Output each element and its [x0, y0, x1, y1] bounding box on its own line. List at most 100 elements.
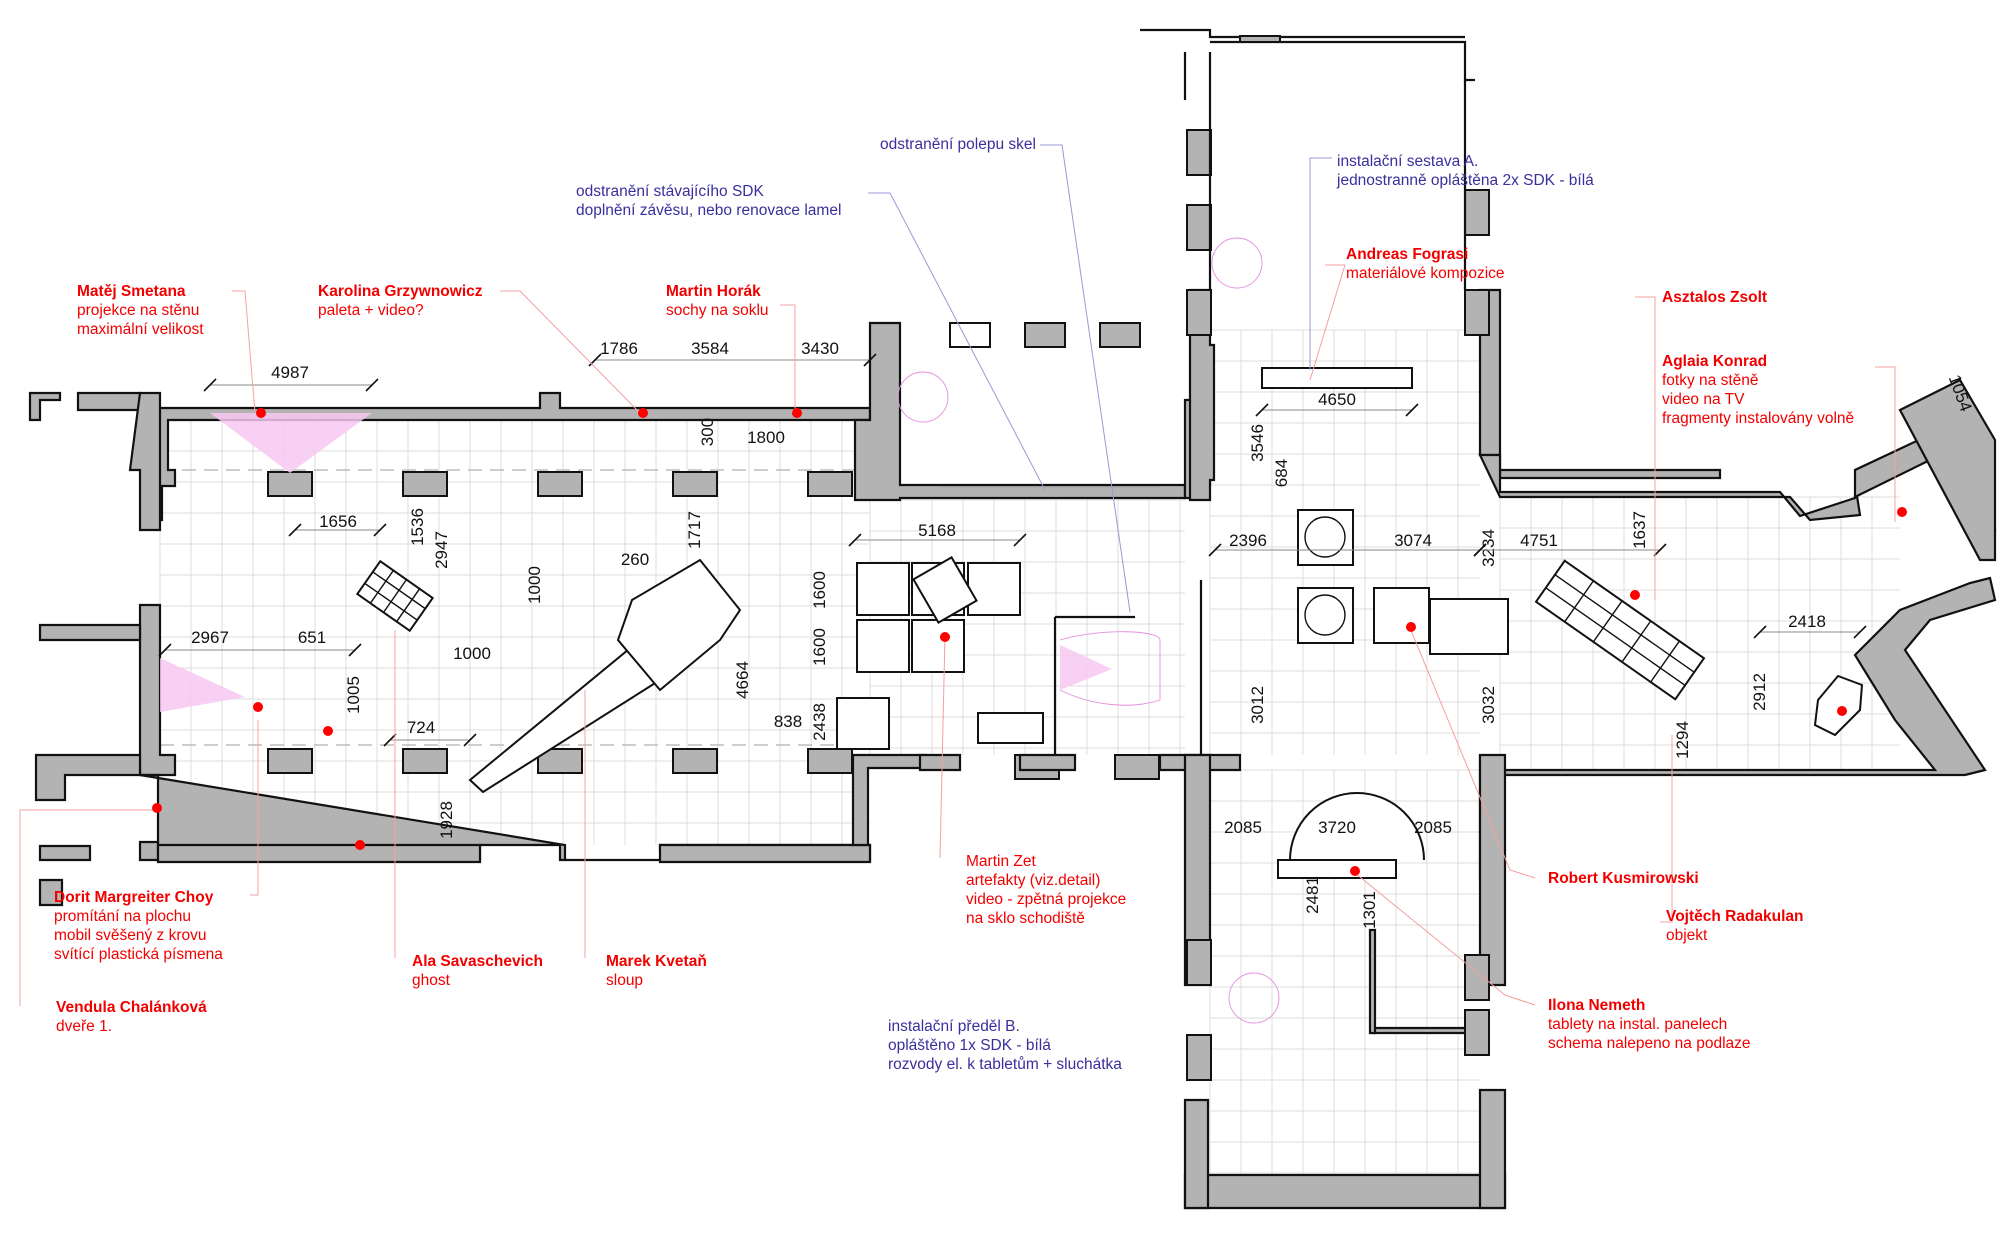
pillar: [402, 471, 448, 497]
dimension-label: 1637: [1630, 511, 1649, 549]
projection-cone-choy: [160, 658, 245, 712]
projection-cones: [160, 413, 1112, 712]
marker-kusmirowski: [1406, 622, 1416, 632]
marker-radakulan: [1837, 706, 1847, 716]
marker-asztalos: [1630, 590, 1640, 600]
pillar: [1186, 204, 1212, 251]
dimension-label: 724: [407, 718, 435, 737]
artist-label: Vendula Chalánková dveře 1.: [56, 999, 207, 1035]
dimension-label: 651: [298, 628, 326, 647]
artist-label: Dorit Margreiter Choy promítání na ploch…: [54, 889, 223, 963]
dimension-label: 5168: [918, 521, 956, 540]
left-hall-pillars: [267, 322, 1160, 780]
dimension-label: 1786: [600, 339, 638, 358]
dimension-label: 2438: [810, 703, 829, 741]
dimension-tick: [588, 353, 602, 367]
dimension-label: 1800: [747, 428, 785, 447]
leader-lines: [19, 144, 1896, 1006]
exhibit-fograsi-panel: [1261, 367, 1413, 389]
dimension-label: 2418: [1788, 612, 1826, 631]
dimension-label: 2912: [1750, 673, 1769, 711]
pillar: [949, 322, 991, 348]
dimension-label: 2085: [1224, 818, 1262, 837]
pillar: [672, 748, 718, 774]
floor-grid: [159, 329, 1900, 1175]
pillar: [1186, 129, 1212, 176]
artist-label: Vojtěch Radakulan objekt: [1666, 908, 1804, 944]
dimension-label: 1005: [344, 676, 363, 714]
artist-label: Ala Savaschevich ghost: [412, 953, 543, 989]
pillar: [267, 471, 313, 497]
marker-chalankova: [152, 803, 162, 813]
dimension-tick: [1405, 403, 1419, 417]
dimension-label: 3720: [1318, 818, 1356, 837]
exhibit-nemeth: [1277, 792, 1425, 879]
artist-label: Andreas Fograsi materiálové kompozice: [1346, 246, 1505, 282]
construction-note: odstranění polepu skel: [880, 136, 1036, 153]
artist-label: Ilona Nemeth tablety na instal. panelech…: [1548, 997, 1751, 1052]
marker-smetana: [256, 408, 266, 418]
exhibit-asztalos: [1534, 559, 1706, 701]
dimension-label: 838: [774, 712, 802, 731]
artist-label: Matěj Smetana projekce na stěnu maximáln…: [77, 283, 204, 338]
pillar: [402, 748, 448, 774]
dimension-label: 684: [1272, 459, 1291, 487]
dimension-label: 3074: [1394, 531, 1432, 550]
marker-choy-letters: [355, 840, 365, 850]
pillar: [1464, 954, 1490, 1001]
exhibit-radakulan: [1813, 674, 1864, 737]
dimension-label: 1928: [437, 801, 456, 839]
marker-nemeth: [1350, 866, 1360, 876]
dimension-label: 4664: [733, 661, 752, 699]
dimension-tick: [203, 378, 217, 392]
dimension-label: 1656: [319, 512, 357, 531]
marker-savaschevich: [323, 726, 333, 736]
dimension-tick: [158, 643, 172, 657]
left-hall-walls: [28, 321, 1187, 907]
exhibit-kusmirowski: [1297, 509, 1509, 655]
marker-grzywnowicz: [638, 408, 648, 418]
dimension-label: 2947: [432, 531, 451, 569]
artist-label: Aglaia Konrad fotky na stěně video na TV…: [1662, 353, 1855, 427]
dimension-label: 1600: [810, 571, 829, 609]
dimension-tick: [1853, 625, 1867, 639]
projection-cone-zet: [1060, 645, 1112, 690]
dimension-label: 1000: [453, 644, 491, 663]
pillar: [1186, 289, 1212, 336]
dimension-label: 3584: [691, 339, 729, 358]
pillar: [1186, 939, 1212, 986]
dimension-tick: [373, 523, 387, 537]
marker-choy: [253, 702, 263, 712]
construction-note: instalační předěl B. opláštěno 1x SDK - …: [888, 1018, 1122, 1073]
construction-note: odstranění stávajícího SDK doplnění závě…: [576, 183, 842, 219]
pillar: [1114, 754, 1160, 780]
dimension-tick: [1753, 625, 1767, 639]
pillar: [1464, 1009, 1490, 1056]
artist-label: Asztalos Zsolt: [1662, 289, 1768, 306]
dimension-label: 4751: [1520, 531, 1558, 550]
dimension-tick: [348, 643, 362, 657]
marker-zet: [940, 632, 950, 642]
artist-label: Robert Kusmirowski: [1548, 870, 1699, 887]
top-wing-pillars: [1186, 52, 1490, 1081]
projection-cone-smetana: [210, 413, 372, 473]
marker-dots: [152, 408, 1907, 876]
dimension-label: 4650: [1318, 390, 1356, 409]
dimension-label: 2967: [191, 628, 229, 647]
dimension-label: 3012: [1248, 686, 1267, 724]
dimension-label: 2085: [1414, 818, 1452, 837]
marker-konrad: [1897, 507, 1907, 517]
top-wing: [1140, 28, 1475, 100]
dimension-tick: [1208, 543, 1222, 557]
pillar: [807, 748, 853, 774]
dimension-label: 3546: [1248, 424, 1267, 462]
pillar: [537, 471, 583, 497]
dimension-label: 1000: [525, 566, 544, 604]
dimension-label: 4987: [271, 363, 309, 382]
pillar: [1464, 289, 1490, 336]
dimension-tick: [288, 523, 302, 537]
dimension-label: 2481: [1303, 876, 1322, 914]
stairs: [897, 237, 1280, 1024]
